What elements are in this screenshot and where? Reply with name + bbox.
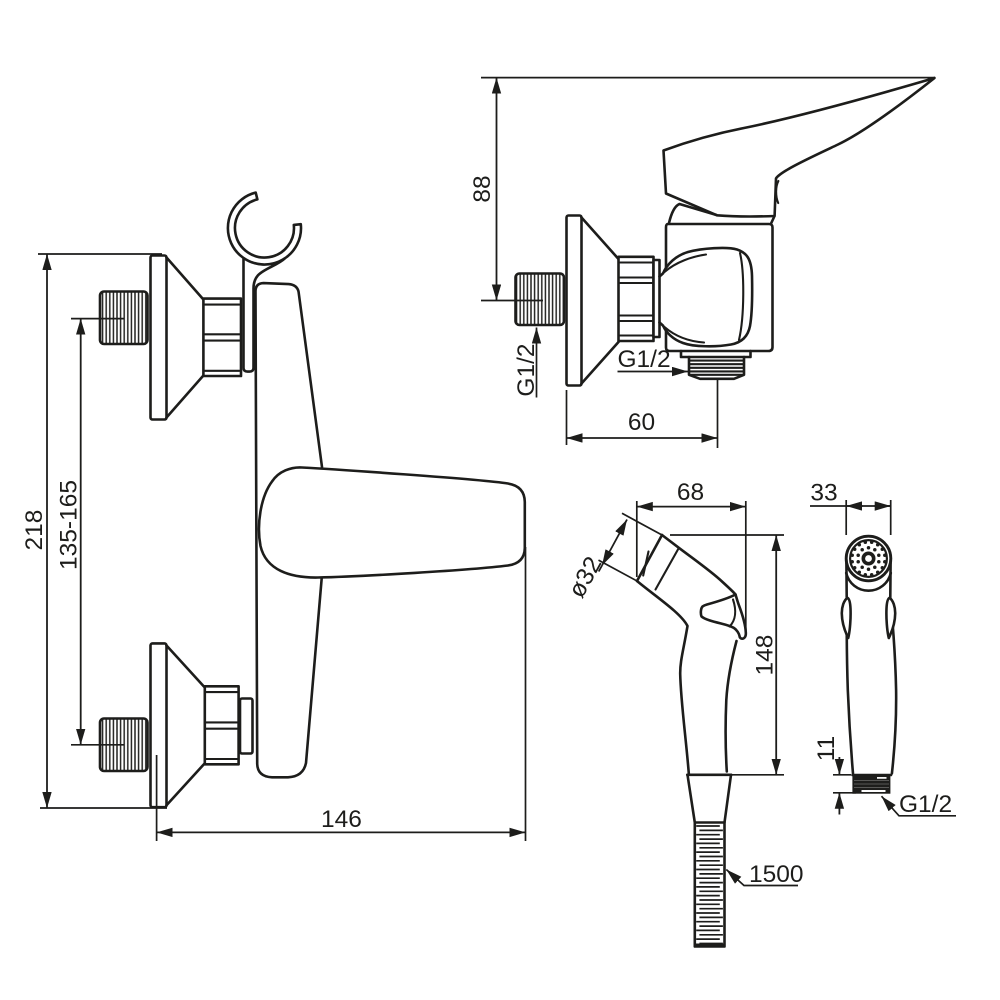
top-escutcheon-cone — [165, 256, 205, 419]
spray-side-view: 68 ø32 148 1500 — [563, 479, 804, 948]
thread-label-spray-text: G1/2 — [899, 791, 952, 818]
bottom-escutcheon-plate — [149, 642, 168, 809]
dim-overall-width: 146 — [155, 547, 527, 841]
mixer-outlet — [679, 349, 752, 448]
dim-label-148: 148 — [752, 635, 779, 676]
head-face — [848, 538, 888, 578]
mixer-side-cone — [661, 246, 754, 348]
dim-label-60: 60 — [628, 409, 655, 436]
mixer-lever-front — [257, 466, 527, 579]
dim-pipe-spacing: 135-165 — [56, 317, 124, 746]
side-union-nut — [617, 255, 655, 343]
head-housing-arc — [844, 571, 893, 592]
thread-label-inlet-text: G1/2 — [513, 343, 540, 396]
dim-label-88: 88 — [469, 175, 496, 202]
mixer-side-view: 88 G1/2 G1/2 60 — [469, 76, 936, 448]
mixer-front-view: 218 135-165 146 — [21, 191, 527, 841]
side-inlet-thread — [514, 272, 566, 327]
bottom-union-nut — [203, 684, 240, 766]
dim-label-135-165: 135-165 — [56, 480, 83, 570]
hose-corrugation — [696, 825, 723, 945]
hook-outline — [226, 191, 303, 373]
spray-nozzle-dots — [850, 540, 887, 577]
dim-label-1500: 1500 — [749, 861, 804, 888]
lever-rear-crease — [775, 179, 780, 205]
dim-head-width: 33 — [810, 480, 892, 535]
top-escutcheon-plate — [149, 254, 168, 421]
dim-label-218: 218 — [21, 510, 48, 551]
mixer-front-bottom-union — [98, 642, 254, 809]
side-union-washer — [652, 258, 661, 339]
dim-depth: 88 — [469, 76, 935, 302]
spray-connector-thread — [852, 775, 891, 794]
dim-connector-height: 11 — [813, 736, 856, 815]
mixer-lever-side — [662, 76, 936, 225]
thread-label-inlet: G1/2 — [513, 327, 542, 398]
side-escutcheon-plate — [565, 214, 583, 387]
spray-front-head — [844, 534, 893, 599]
dim-overall-height: 218 — [21, 253, 167, 809]
dim-label-11: 11 — [813, 736, 840, 761]
thread-label-outlet-text: G1/2 — [618, 346, 671, 373]
cartridge-collar — [667, 202, 776, 225]
thread-label-spray: G1/2 — [880, 791, 956, 818]
side-escutcheon-cone — [580, 216, 620, 385]
dim-head-diameter: ø32 — [563, 512, 663, 602]
thread-label-outlet: G1/2 — [617, 346, 688, 377]
top-union-nut — [202, 297, 243, 378]
dim-label-33: 33 — [810, 480, 837, 507]
mixer-front-top-union — [98, 254, 243, 421]
spray-front-view: 33 11 G1/2 — [810, 480, 956, 818]
spray-side-body — [635, 533, 748, 824]
dim-head-length: 68 — [635, 479, 747, 630]
bottom-union-washer — [238, 697, 254, 755]
dim-hose-length: 1500 — [725, 861, 804, 888]
shower-hook — [226, 191, 303, 373]
spray-hanging-hooks — [840, 596, 897, 640]
bottom-escutcheon-cone — [165, 644, 207, 807]
spray-hose — [693, 821, 726, 948]
dim-outlet-offset: 60 — [565, 390, 718, 445]
dim-label-68: 68 — [677, 479, 704, 506]
dim-label-146: 146 — [321, 806, 362, 833]
dim-spray-height: 148 — [670, 534, 784, 776]
